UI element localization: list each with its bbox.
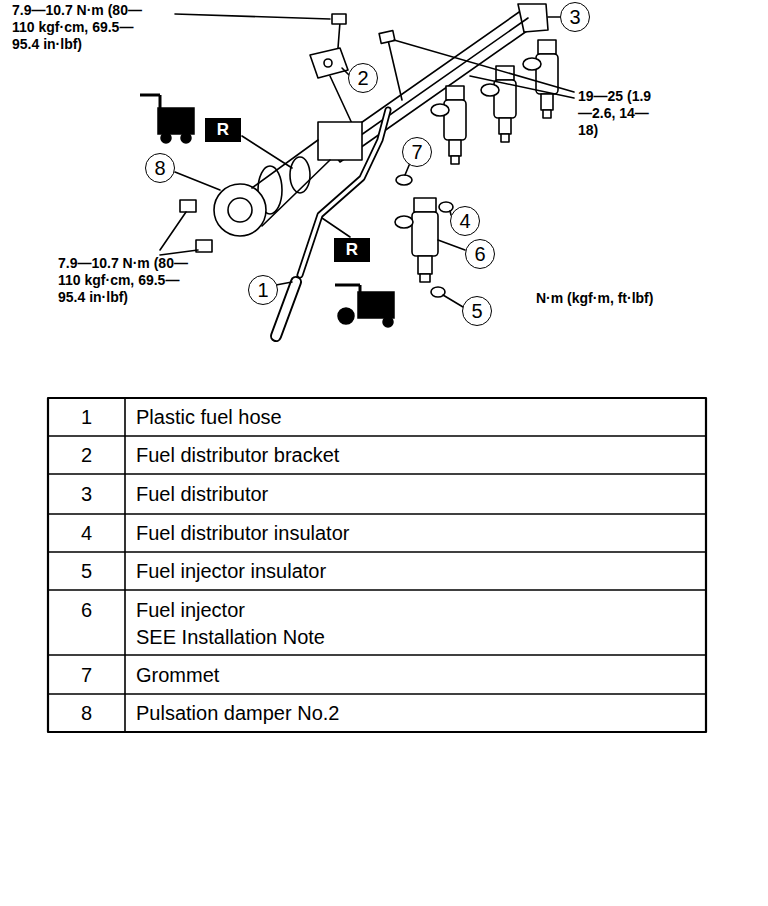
table-cell: Grommet: [136, 663, 696, 687]
table-cell: 3: [48, 482, 125, 506]
table-cell-text: Fuel injector insulator: [136, 560, 326, 582]
callout-number: 3: [569, 6, 580, 29]
unit-note: N·m (kgf·m, ft·lbf): [536, 290, 653, 307]
callout-number: 4: [459, 210, 470, 233]
table-cell: Pulsation damper No.2: [136, 701, 696, 725]
table-cell-text: Grommet: [136, 664, 219, 686]
callout-circle: 4: [450, 206, 480, 236]
callout-circle: 6: [465, 239, 495, 269]
torque-spec: 7.9—10.7 N·m (80—110 kgf·cm, 69.5—95.4 i…: [12, 2, 160, 52]
table-cell-text: 5: [81, 560, 92, 582]
replace-mark-box: R: [205, 118, 241, 142]
callout-number: 8: [154, 157, 165, 180]
table-cell-text: Pulsation damper No.2: [136, 702, 339, 724]
table-cell-text: Fuel distributor: [136, 483, 268, 505]
callout-circle: 3: [560, 2, 590, 32]
table-cell: 6: [48, 598, 125, 622]
callout-circle: 2: [348, 63, 378, 93]
torque-spec-text: 7.9—10.7 N·m (80—110 kgf·cm, 69.5—95.4 i…: [12, 2, 142, 52]
table-cell-text: 4: [81, 522, 92, 544]
table-cell: SEE Installation Note: [136, 625, 696, 649]
callout-circle: 1: [248, 275, 278, 305]
table-cell-text: 6: [81, 599, 92, 621]
table-cell: Fuel injector: [136, 598, 696, 622]
table-cell-text: Fuel distributor insulator: [136, 522, 349, 544]
table-cell: 4: [48, 521, 125, 545]
torque-spec-text: 19—25 (1.9—2.6, 14—18): [578, 88, 651, 138]
table-cell-text: 7: [81, 664, 92, 686]
callout-number: 7: [411, 141, 422, 164]
table-cell-text: 2: [81, 444, 92, 466]
table-cell: 8: [48, 701, 125, 725]
table-cell-text: Fuel distributor bracket: [136, 444, 339, 466]
replace-mark-box: R: [334, 238, 370, 262]
table-cell: Fuel injector insulator: [136, 559, 696, 583]
table-cell-text: 1: [81, 406, 92, 428]
table-cell-text: Fuel injector: [136, 599, 245, 621]
table-cell-text: Plastic fuel hose: [136, 406, 282, 428]
replace-mark: R: [217, 120, 229, 140]
callout-number: 5: [471, 300, 482, 323]
table-cell: Fuel distributor: [136, 482, 696, 506]
callout-circle: 7: [402, 137, 432, 167]
callout-number: 2: [357, 67, 368, 90]
callout-circle: 8: [145, 153, 175, 183]
table-cell: 2: [48, 443, 125, 467]
table-cell-text: SEE Installation Note: [136, 626, 325, 648]
table-cell-text: 8: [81, 702, 92, 724]
torque-spec: 7.9—10.7 N·m (80—110 kgf·cm, 69.5—95.4 i…: [58, 255, 206, 305]
callout-number: 6: [474, 243, 485, 266]
table-cell: 7: [48, 663, 125, 687]
table-cell: Plastic fuel hose: [136, 405, 696, 429]
table-cell-text: 3: [81, 483, 92, 505]
table-cell: Fuel distributor bracket: [136, 443, 696, 467]
callout-number: 1: [257, 279, 268, 302]
table-cell: 5: [48, 559, 125, 583]
unit-note-text: N·m (kgf·m, ft·lbf): [536, 290, 653, 306]
torque-spec-text: 7.9—10.7 N·m (80—110 kgf·cm, 69.5—95.4 i…: [58, 255, 188, 305]
table-cell: 1: [48, 405, 125, 429]
replace-mark: R: [346, 240, 358, 260]
callout-circle: 5: [462, 296, 492, 326]
table-cell: Fuel distributor insulator: [136, 521, 696, 545]
torque-spec: 19—25 (1.9—2.6, 14—18): [578, 88, 658, 138]
